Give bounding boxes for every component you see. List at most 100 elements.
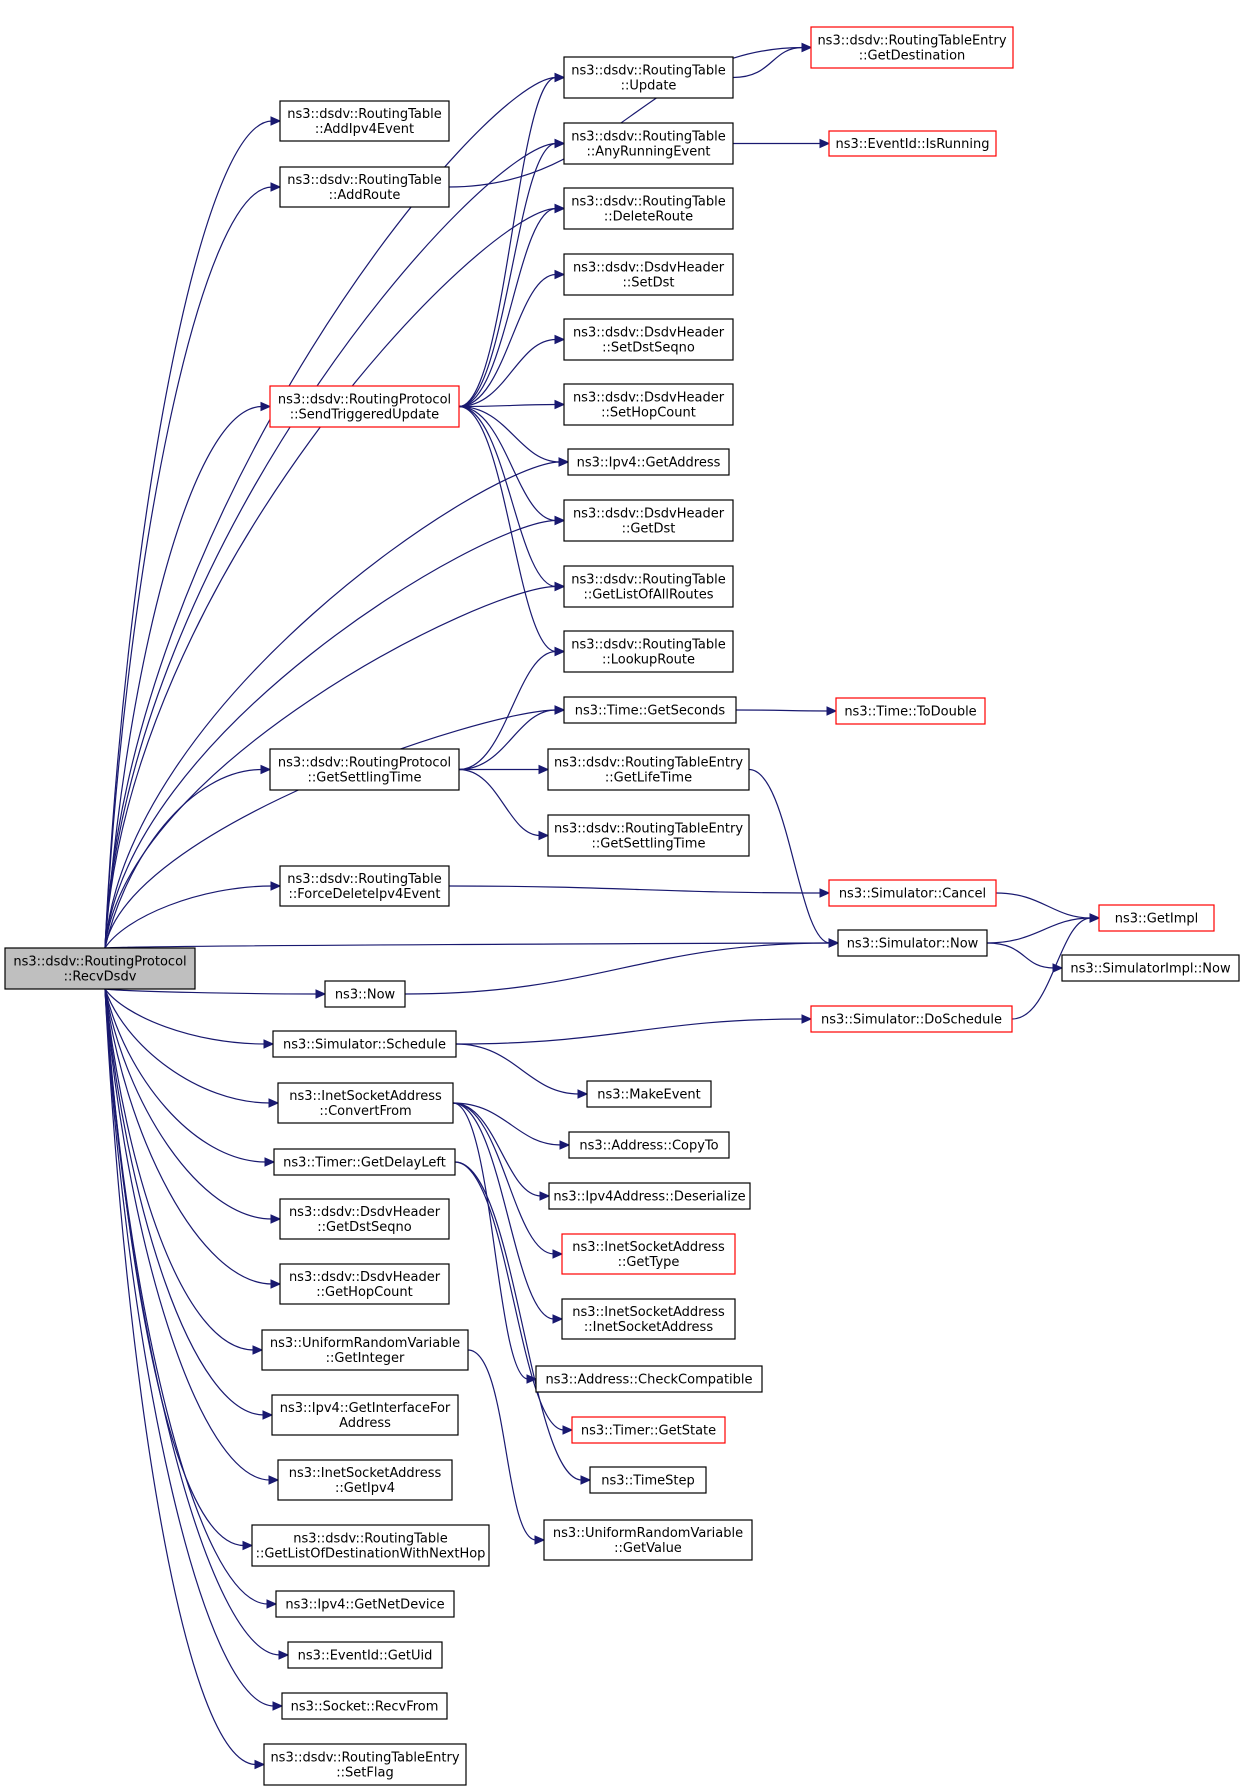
node-setflag[interactable]: ns3::dsdv::RoutingTableEntry::SetFlag — [263, 1743, 467, 1786]
node-getsettling[interactable]: ns3::dsdv::RoutingProtocol::GetSettlingT… — [269, 748, 460, 791]
node-sendtrig[interactable]: ns3::dsdv::RoutingProtocol::SendTriggere… — [269, 385, 460, 428]
node-box — [543, 1519, 753, 1561]
node-label: ::GetSettlingTime — [308, 771, 422, 786]
call-edge-sendtrig-to-update — [458, 72, 566, 408]
node-label: ns3::dsdv::RoutingTable — [571, 573, 726, 588]
node-gethopcount[interactable]: ns3::dsdv::DsdvHeader::GetHopCount — [279, 1263, 450, 1305]
node-getvalue[interactable]: ns3::UniformRandomVariable::GetValue — [543, 1519, 753, 1561]
node-box — [563, 122, 734, 165]
node-addipv4[interactable]: ns3::dsdv::RoutingTable::AddIpv4Event — [279, 100, 450, 142]
call-edge-getinteger-to-getvalue — [467, 1349, 546, 1545]
node-todouble[interactable]: ns3::Time::ToDouble — [835, 697, 986, 725]
node-box — [828, 130, 997, 157]
node-box — [563, 318, 734, 361]
node-getlistall[interactable]: ns3::dsdv::RoutingTable::GetListOfAllRou… — [563, 565, 734, 608]
node-label: ns3::dsdv::RoutingProtocol — [278, 393, 451, 408]
node-box — [277, 1082, 454, 1124]
node-gettype[interactable]: ns3::InetSocketAddress::GetType — [561, 1233, 736, 1275]
node-getdstseqno[interactable]: ns3::dsdv::DsdvHeader::GetDstSeqno — [279, 1198, 450, 1240]
call-edge-recv-to-getsettling — [104, 764, 272, 949]
node-label: ::GetDst — [622, 522, 676, 537]
node-addroute[interactable]: ns3::dsdv::RoutingTable::AddRoute — [279, 166, 450, 208]
node-label: ns3::GetImpl — [1115, 912, 1199, 927]
node-now[interactable]: ns3::Now — [324, 980, 406, 1008]
node-update[interactable]: ns3::dsdv::RoutingTable::Update — [563, 56, 734, 99]
node-getinteger[interactable]: ns3::UniformRandomVariable::GetInteger — [261, 1329, 469, 1371]
call-edge-getsettling-to-getlifetime — [459, 764, 550, 775]
node-getuid[interactable]: ns3::EventId::GetUid — [287, 1641, 443, 1669]
node-recv[interactable]: ns3::dsdv::RoutingProtocol::RecvDsdv — [4, 947, 196, 990]
node-schedule[interactable]: ns3::Simulator::Schedule — [272, 1030, 457, 1058]
node-deserialize[interactable]: ns3::Ipv4Address::Deserialize — [548, 1182, 751, 1210]
node-lookup[interactable]: ns3::dsdv::RoutingTable::LookupRoute — [563, 630, 734, 673]
node-getdst[interactable]: ns3::dsdv::DsdvHeader::GetDst — [563, 499, 734, 542]
node-box — [563, 187, 734, 230]
node-box — [273, 1148, 456, 1176]
node-entrysettling[interactable]: ns3::dsdv::RoutingTableEntry::GetSettlin… — [547, 814, 750, 857]
node-label: ::ForceDeleteIpv4Event — [289, 887, 441, 902]
node-box — [281, 1692, 448, 1720]
node-getaddress[interactable]: ns3::Ipv4::GetAddress — [567, 448, 730, 476]
node-label: ::GetListOfDestinationWithNextHop — [256, 1547, 486, 1562]
node-label: ::GetDstSeqno — [317, 1220, 412, 1235]
node-label: ::LookupRoute — [602, 653, 695, 668]
node-timerstate[interactable]: ns3::Timer::GetState — [571, 1416, 726, 1444]
node-timestep[interactable]: ns3::TimeStep — [589, 1466, 707, 1494]
node-makeevent[interactable]: ns3::MakeEvent — [586, 1080, 712, 1108]
node-box — [810, 1005, 1013, 1033]
call-edge-simnow-to-simimplnow — [986, 942, 1064, 973]
node-anyrun[interactable]: ns3::dsdv::RoutingTable::AnyRunningEvent — [563, 122, 734, 165]
node-inetctor[interactable]: ns3::InetSocketAddress::InetSocketAddres… — [561, 1298, 736, 1340]
node-label: ::SetFlag — [336, 1766, 393, 1781]
node-getdest[interactable]: ns3::dsdv::RoutingTableEntry::GetDestina… — [810, 26, 1014, 69]
call-edge-timerdelay-to-timestep — [454, 1161, 592, 1485]
node-getlifetime[interactable]: ns3::dsdv::RoutingTableEntry::GetLifeTim… — [547, 748, 750, 791]
node-getimpl[interactable]: ns3::GetImpl — [1098, 904, 1215, 932]
call-edge-recv-to-convertfrom — [104, 988, 280, 1108]
node-getseconds[interactable]: ns3::Time::GetSeconds — [563, 696, 737, 724]
node-label: ns3::InetSocketAddress — [289, 1466, 442, 1481]
node-box — [272, 1030, 457, 1058]
node-box — [535, 1365, 763, 1393]
call-edge-recv-to-getiface — [104, 988, 274, 1420]
node-box — [277, 1459, 453, 1501]
call-edge-recv-to-recvfrom — [104, 988, 284, 1711]
node-label: ns3::EventId::IsRunning — [835, 137, 989, 152]
node-setdst[interactable]: ns3::dsdv::DsdvHeader::SetDst — [563, 253, 734, 296]
node-setdstseqno[interactable]: ns3::dsdv::DsdvHeader::SetDstSeqno — [563, 318, 734, 361]
node-simnow[interactable]: ns3::Simulator::Now — [837, 929, 988, 957]
node-label: ns3::dsdv::RoutingTable — [571, 195, 726, 210]
node-getipv4[interactable]: ns3::InetSocketAddress::GetIpv4 — [277, 1459, 453, 1501]
node-doschedule[interactable]: ns3::Simulator::DoSchedule — [810, 1005, 1013, 1033]
node-box — [261, 1329, 469, 1371]
node-checkcompat[interactable]: ns3::Address::CheckCompatible — [535, 1365, 763, 1393]
call-edge-recv-to-getipv4 — [104, 988, 280, 1485]
node-box — [563, 696, 737, 724]
node-box — [263, 1743, 467, 1786]
node-timerdelay[interactable]: ns3::Timer::GetDelayLeft — [273, 1148, 456, 1176]
node-box — [563, 253, 734, 296]
node-simimplnow[interactable]: ns3::SimulatorImpl::Now — [1061, 954, 1240, 982]
node-box — [279, 1198, 450, 1240]
node-label: ns3::Time::GetSeconds — [575, 704, 726, 719]
node-copyto[interactable]: ns3::Address::CopyTo — [568, 1131, 730, 1159]
node-simcancel[interactable]: ns3::Simulator::Cancel — [828, 879, 997, 907]
node-recvfrom[interactable]: ns3::Socket::RecvFrom — [281, 1692, 448, 1720]
node-box — [568, 1131, 730, 1159]
node-label: ns3::dsdv::DsdvHeader — [573, 326, 725, 341]
node-forcedel[interactable]: ns3::dsdv::RoutingTable::ForceDeleteIpv4… — [279, 865, 450, 907]
node-label: ns3::dsdv::RoutingTable — [287, 107, 442, 122]
node-box — [835, 697, 986, 725]
node-box — [547, 748, 750, 791]
node-label: ns3::Address::CopyTo — [579, 1139, 718, 1154]
call-edge-simnow-to-getimpl — [986, 913, 1101, 944]
node-getlistnext[interactable]: ns3::dsdv::RoutingTable::GetListOfDestin… — [251, 1524, 490, 1567]
node-isrunning[interactable]: ns3::EventId::IsRunning — [828, 130, 997, 157]
node-label: ns3::Simulator::Now — [847, 937, 979, 952]
node-deleteroute[interactable]: ns3::dsdv::RoutingTable::DeleteRoute — [563, 187, 734, 230]
node-getnetdev[interactable]: ns3::Ipv4::GetNetDevice — [275, 1590, 455, 1618]
node-sethop[interactable]: ns3::dsdv::DsdvHeader::SetHopCount — [563, 383, 734, 426]
node-convertfrom[interactable]: ns3::InetSocketAddress::ConvertFrom — [277, 1082, 454, 1124]
call-edge-getseconds-to-todouble — [735, 706, 838, 716]
